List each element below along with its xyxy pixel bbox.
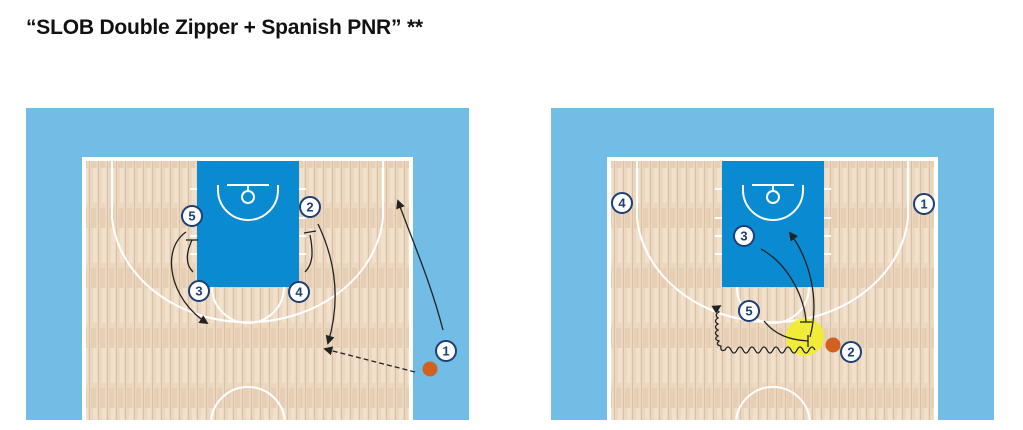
svg-text:3: 3 <box>195 284 202 299</box>
screen-3 <box>186 239 194 273</box>
svg-text:2: 2 <box>847 345 854 360</box>
svg-text:4: 4 <box>618 196 626 211</box>
player-2: 2 <box>299 196 321 218</box>
court-left: 5 2 3 4 1 <box>25 107 470 425</box>
cut-arrow-5 <box>170 231 209 324</box>
player-4: 4 <box>288 281 310 303</box>
svg-text:5: 5 <box>745 304 752 319</box>
court-right: 4 1 3 5 2 <box>550 107 995 425</box>
roll-arrow <box>788 231 815 338</box>
svg-text:4: 4 <box>295 285 303 300</box>
player-5: 5 <box>181 205 203 227</box>
movement-arrows <box>170 199 444 373</box>
svg-text:3: 3 <box>740 229 747 244</box>
cut-arrow-1 <box>396 199 444 331</box>
screen-path-3 <box>760 248 807 323</box>
movement-arrows <box>711 231 816 354</box>
half-court <box>25 107 470 425</box>
player-5: 5 <box>738 300 760 322</box>
svg-text:1: 1 <box>920 197 927 212</box>
basketball-icon <box>825 337 841 353</box>
half-court <box>550 107 995 425</box>
player-1: 1 <box>435 340 457 362</box>
svg-text:1: 1 <box>442 344 449 359</box>
player-2: 2 <box>840 341 862 363</box>
player-3: 3 <box>733 225 755 247</box>
pnr-highlight <box>786 318 824 356</box>
cut-arrow-2 <box>317 223 336 345</box>
player-4: 4 <box>611 192 633 214</box>
dribble-arrow-2 <box>711 305 816 354</box>
svg-text:2: 2 <box>306 200 313 215</box>
screen-path-5 <box>763 320 809 342</box>
screen-4 <box>304 234 313 273</box>
player-1: 1 <box>913 193 935 215</box>
svg-text:5: 5 <box>188 209 195 224</box>
play-title: “SLOB Double Zipper + Spanish PNR” ** <box>26 16 423 39</box>
basketball-icon <box>422 361 438 377</box>
player-3: 3 <box>188 280 210 302</box>
